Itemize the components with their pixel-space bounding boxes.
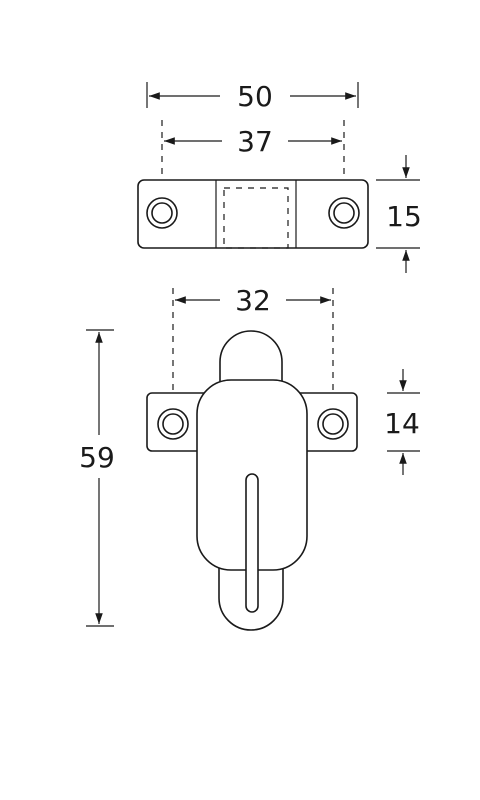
dimension-top-height: 15	[376, 155, 422, 273]
dimension-label-15: 15	[386, 200, 422, 233]
dimension-bottom-height: 14	[384, 369, 420, 475]
dimension-hole-spacing-top: 37	[161, 120, 345, 178]
bottom-view-latch	[146, 330, 358, 631]
dimension-label-14: 14	[384, 407, 420, 440]
dimension-hole-spacing-bottom: 32	[172, 284, 334, 408]
dimension-overall-length: 59	[79, 329, 115, 627]
top-view-plate	[137, 179, 369, 249]
mounting-hole-left-bottom	[157, 408, 189, 440]
dimension-label-50: 50	[237, 80, 273, 113]
mounting-hole-right-top	[328, 197, 360, 229]
dimension-label-32: 32	[235, 284, 271, 317]
dimension-overall-width: 50	[146, 80, 359, 113]
dimension-label-59: 59	[79, 441, 115, 474]
dimension-label-37: 37	[237, 125, 273, 158]
mounting-hole-right-bottom	[317, 408, 349, 440]
mounting-hole-left-top	[146, 197, 178, 229]
